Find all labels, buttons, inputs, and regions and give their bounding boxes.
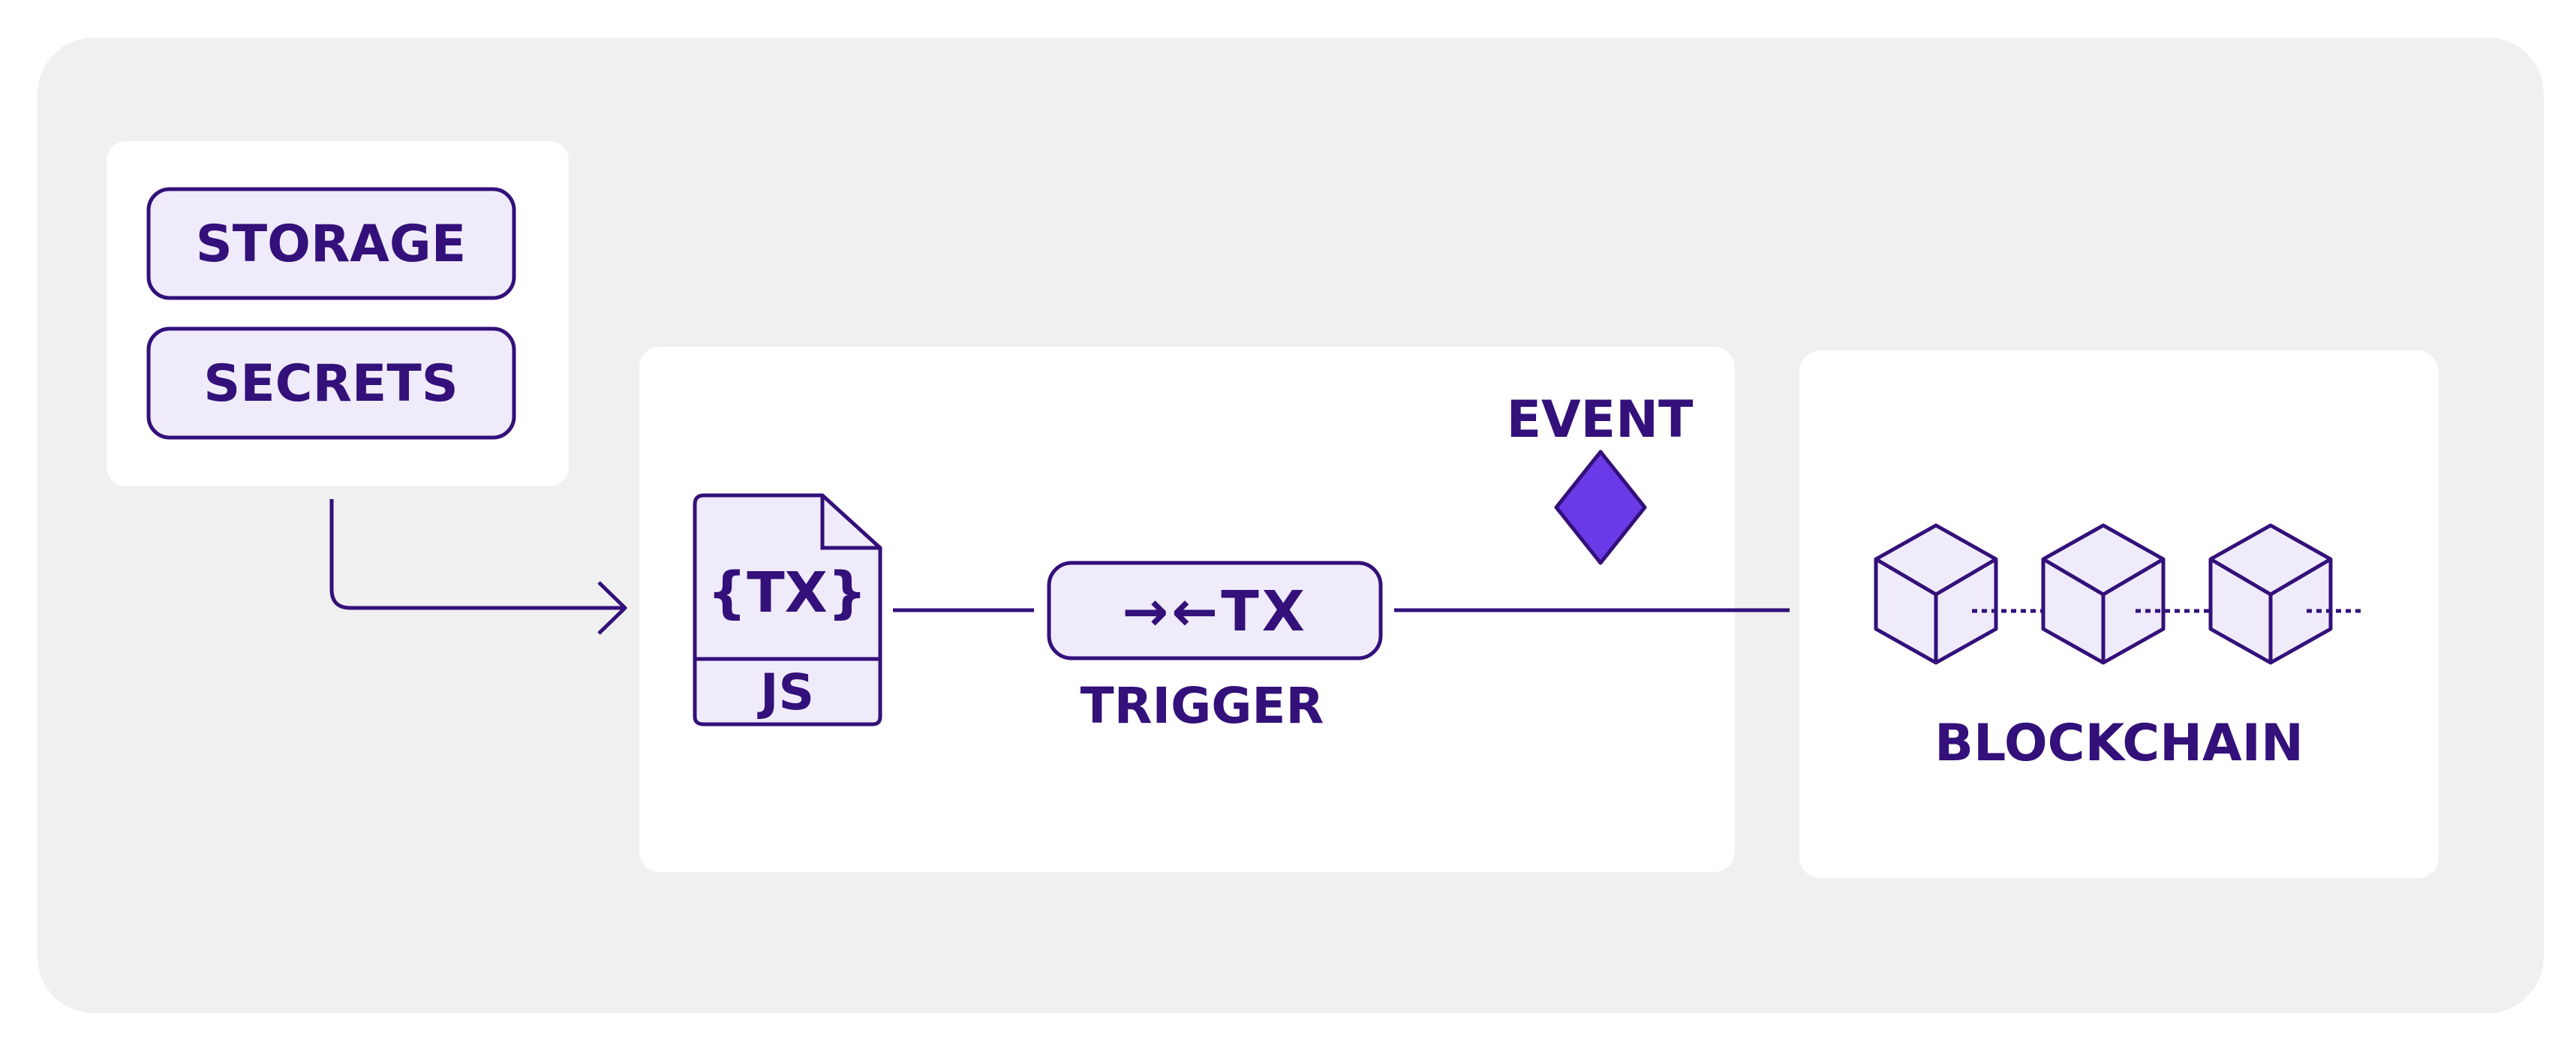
secrets-label: SECRETS: [203, 354, 458, 414]
event-label: EVENT: [1507, 390, 1694, 450]
diamond-icon: [1554, 450, 1647, 565]
storage-box: STORAGE: [146, 187, 516, 300]
cube-icon: [2208, 523, 2333, 665]
cube-icon: [2041, 523, 2166, 665]
trigger-box: →←TX: [1047, 561, 1383, 660]
js-file-icon: {TX} JS: [693, 493, 882, 727]
sources-connector-line: [329, 499, 623, 610]
trigger-button-text: →←TX: [1122, 579, 1308, 644]
js-file-footer: JS: [757, 663, 814, 721]
trigger-caption: TRIGGER: [1081, 677, 1324, 735]
secrets-box: SECRETS: [146, 326, 516, 440]
storage-label: STORAGE: [196, 215, 466, 274]
js-file-title: {TX}: [708, 561, 867, 625]
cube-icon: [1874, 523, 1998, 665]
blockchain-label: BLOCKCHAIN: [1934, 714, 2304, 773]
arrow-right-icon: [597, 581, 627, 635]
